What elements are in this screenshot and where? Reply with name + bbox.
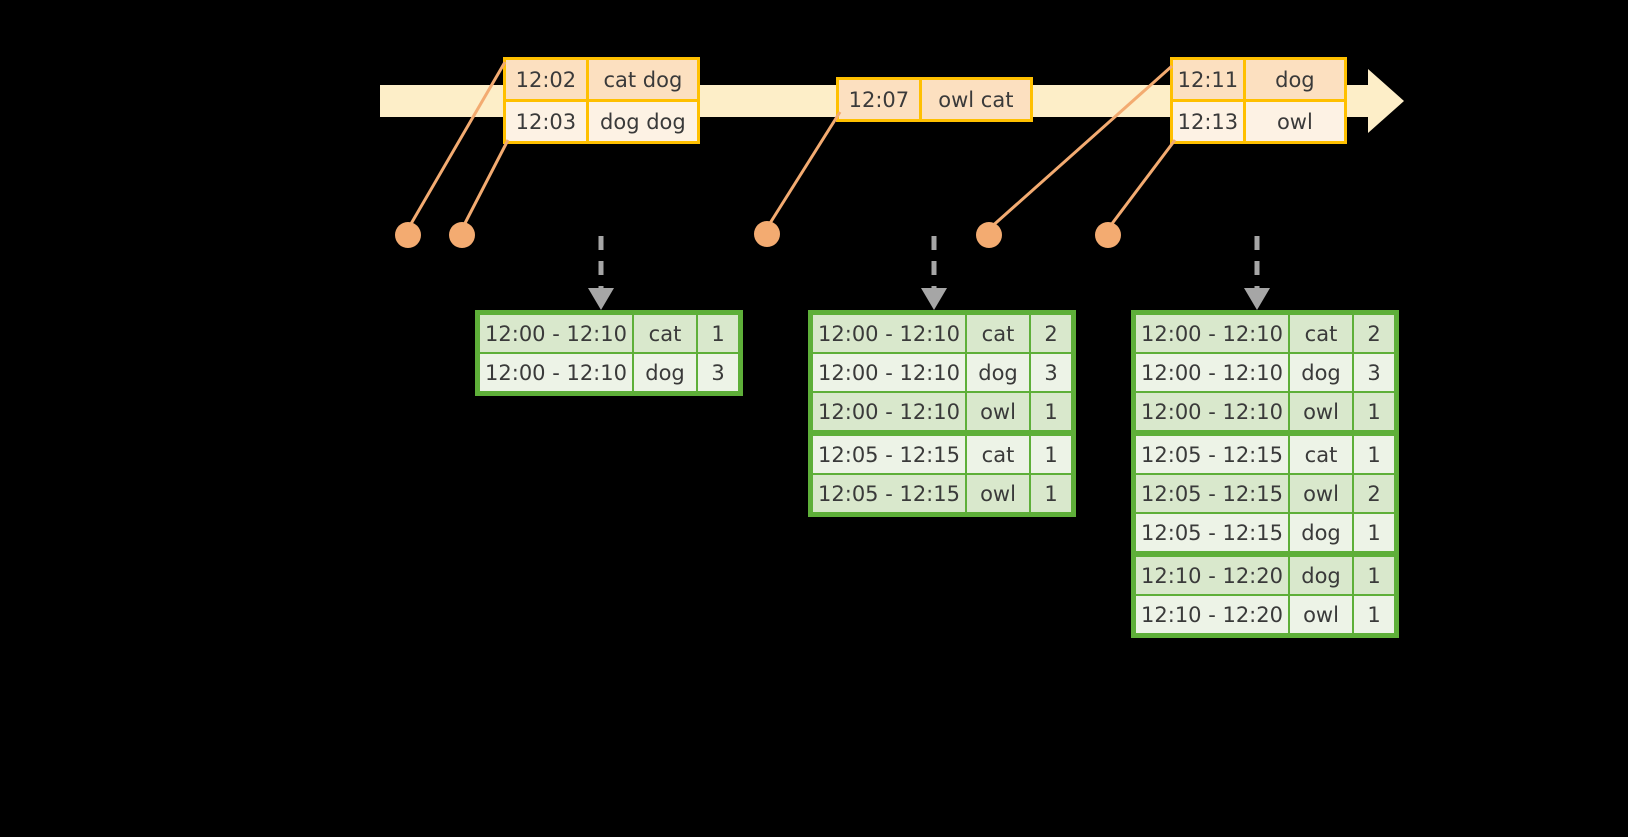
cell-window: 12:05 - 12:15 xyxy=(813,436,965,473)
event-payload: cat dog xyxy=(588,60,697,99)
event-marker-dot-5 xyxy=(1095,222,1121,248)
cell-key: dog xyxy=(967,354,1029,391)
leader-line-5 xyxy=(1106,139,1177,230)
cell-count: 1 xyxy=(1354,596,1394,633)
cell-window: 12:00 - 12:10 xyxy=(813,393,965,430)
emit-arrow-head-1 xyxy=(588,288,614,310)
event-payload: owl xyxy=(1245,102,1344,141)
emit-arrow-head-3 xyxy=(1244,288,1270,310)
cell-count: 1 xyxy=(698,315,738,352)
event-timestamp: 12:13 xyxy=(1173,102,1246,141)
cell-key: owl xyxy=(1290,393,1352,430)
event-payload: owl cat xyxy=(921,80,1030,119)
cell-window: 12:10 - 12:20 xyxy=(1136,596,1288,633)
event-payload: dog xyxy=(1245,60,1344,99)
cell-window: 12:00 - 12:10 xyxy=(480,315,632,352)
cell-key: owl xyxy=(967,475,1029,512)
cell-window: 12:00 - 12:10 xyxy=(813,354,965,391)
event-timestamp: 12:02 xyxy=(506,60,589,99)
cell-count: 1 xyxy=(1354,557,1394,594)
cell-key: cat xyxy=(1290,315,1352,352)
cell-window: 12:10 - 12:20 xyxy=(1136,557,1288,594)
cell-count: 3 xyxy=(698,354,738,391)
cell-count: 2 xyxy=(1031,315,1071,352)
event-marker-dot-1 xyxy=(395,222,421,248)
cell-key: owl xyxy=(1290,475,1352,512)
cell-window: 12:05 - 12:15 xyxy=(1136,475,1288,512)
event-payload: dog dog xyxy=(588,102,697,141)
cell-key: dog xyxy=(1290,354,1352,391)
event-marker-dot-4 xyxy=(976,222,1002,248)
timeline-arrowhead xyxy=(1368,69,1404,133)
leader-line-3 xyxy=(765,111,842,229)
cell-count: 2 xyxy=(1354,475,1394,512)
cell-window: 12:00 - 12:10 xyxy=(1136,315,1288,352)
cell-count: 3 xyxy=(1354,354,1394,391)
cell-count: 1 xyxy=(1354,436,1394,473)
cell-key: dog xyxy=(634,354,696,391)
cell-count: 2 xyxy=(1354,315,1394,352)
cell-count: 1 xyxy=(1031,393,1071,430)
cell-window: 12:00 - 12:10 xyxy=(1136,393,1288,430)
event-timestamp: 12:11 xyxy=(1173,60,1246,99)
cell-key: cat xyxy=(967,315,1029,352)
cell-key: cat xyxy=(967,436,1029,473)
event-timestamp: 12:03 xyxy=(506,102,589,141)
cell-key: owl xyxy=(967,393,1029,430)
emit-arrow-head-2 xyxy=(921,288,947,310)
cell-window: 12:00 - 12:10 xyxy=(480,354,632,391)
event-timestamp: 12:07 xyxy=(839,80,922,119)
leader-line-2 xyxy=(460,139,510,230)
cell-key: dog xyxy=(1290,514,1352,551)
event-marker-dot-2 xyxy=(449,222,475,248)
cell-key: cat xyxy=(634,315,696,352)
cell-window: 12:05 - 12:15 xyxy=(1136,514,1288,551)
event-marker-dot-3 xyxy=(754,221,780,247)
cell-count: 1 xyxy=(1031,436,1071,473)
cell-key: owl xyxy=(1290,596,1352,633)
cell-count: 3 xyxy=(1031,354,1071,391)
cell-count: 1 xyxy=(1354,393,1394,430)
cell-count: 1 xyxy=(1354,514,1394,551)
cell-window: 12:05 - 12:15 xyxy=(813,475,965,512)
cell-window: 12:00 - 12:10 xyxy=(1136,354,1288,391)
cell-key: dog xyxy=(1290,557,1352,594)
cell-window: 12:00 - 12:10 xyxy=(813,315,965,352)
cell-count: 1 xyxy=(1031,475,1071,512)
cell-window: 12:05 - 12:15 xyxy=(1136,436,1288,473)
cell-key: cat xyxy=(1290,436,1352,473)
